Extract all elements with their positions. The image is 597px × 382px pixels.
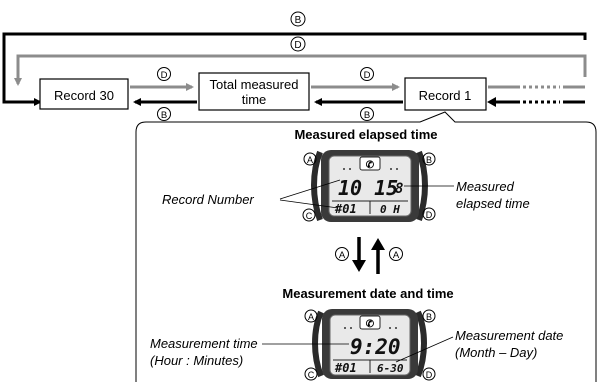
svg-text:B: B	[426, 312, 432, 322]
svg-text:Record 1: Record 1	[419, 88, 472, 103]
svg-text:8: 8	[395, 181, 403, 197]
d-marker-right: D	[360, 67, 374, 81]
svg-text:A: A	[339, 250, 346, 261]
svg-text:0 H: 0 H	[380, 203, 400, 216]
svg-text:#01: #01	[334, 361, 357, 375]
b-marker-top-watch: B	[422, 152, 436, 166]
d-marker-bottom-watch: D	[422, 367, 436, 381]
callout-panel	[135, 111, 597, 382]
svg-text:Total measured: Total measured	[210, 77, 299, 92]
svg-text:✆: ✆	[366, 319, 375, 330]
svg-text:B: B	[295, 15, 302, 26]
record-number-leader-1	[279, 179, 341, 200]
svg-text:#01: #01	[334, 202, 357, 216]
svg-text:B: B	[161, 110, 167, 121]
d-marker-top-watch: D	[422, 207, 436, 221]
a-marker-bottom-watch: A	[304, 309, 318, 323]
total-measured-time-box: Total measured time	[198, 72, 310, 111]
inner-loop-d	[14, 54, 587, 86]
svg-text:B: B	[364, 110, 370, 121]
measured-label-line1: Measured	[456, 179, 515, 194]
record-number-leader-2	[279, 199, 339, 209]
measurement-date-and-time-title: Measurement date and time	[282, 286, 453, 301]
svg-text:D: D	[426, 370, 433, 380]
record-30-box: Record 30	[39, 78, 129, 110]
d-marker-left: D	[157, 67, 171, 81]
measurement-time-line2: (Hour : Minutes)	[150, 353, 243, 368]
record-number-label: Record Number	[162, 192, 254, 207]
watch-top: ✆ 10 15 8 #01 0 H	[311, 150, 428, 222]
svg-text:D: D	[161, 70, 168, 81]
svg-text:D: D	[364, 70, 371, 81]
svg-text:time: time	[242, 92, 267, 107]
svg-text:A: A	[307, 155, 313, 165]
measurement-time-line1: Measurement time	[150, 336, 258, 351]
svg-text:✆: ✆	[366, 160, 375, 171]
svg-text:9:20: 9:20	[350, 335, 401, 359]
a-marker-top-watch: A	[303, 152, 317, 166]
svg-text:6-30: 6-30	[377, 362, 404, 375]
b-marker-bottom-watch: B	[422, 309, 436, 323]
continuation-lines	[487, 85, 585, 107]
svg-text:10 15: 10 15	[338, 176, 398, 200]
svg-text:A: A	[308, 312, 314, 322]
outer-loop-b	[2, 32, 587, 106]
c-marker-bottom-watch: C	[304, 367, 318, 381]
svg-text:D: D	[294, 40, 301, 51]
c-marker-top-watch: C	[302, 208, 316, 222]
watch-bottom: ✆ 9:20 #01 6-30	[312, 309, 427, 379]
measurement-date-line2: (Month – Day)	[455, 345, 537, 360]
measurement-date-leader	[395, 336, 454, 363]
d-button-marker-top: D	[290, 36, 306, 52]
b-marker-right: B	[360, 107, 374, 121]
b-button-marker-top: B	[290, 11, 306, 27]
svg-text:A: A	[393, 250, 400, 261]
measured-elapsed-time-title: Measured elapsed time	[294, 127, 437, 142]
measurement-date-line1: Measurement date	[455, 328, 563, 343]
svg-text:B: B	[426, 155, 432, 165]
b-marker-left: B	[157, 107, 171, 121]
svg-text:C: C	[308, 370, 315, 380]
a-transition: A A	[335, 237, 403, 274]
svg-text:C: C	[306, 211, 313, 221]
svg-text:Record 30: Record 30	[54, 88, 114, 103]
measured-label-line2: elapsed time	[456, 196, 530, 211]
record-1-box: Record 1	[404, 77, 487, 111]
svg-text:D: D	[426, 210, 433, 220]
